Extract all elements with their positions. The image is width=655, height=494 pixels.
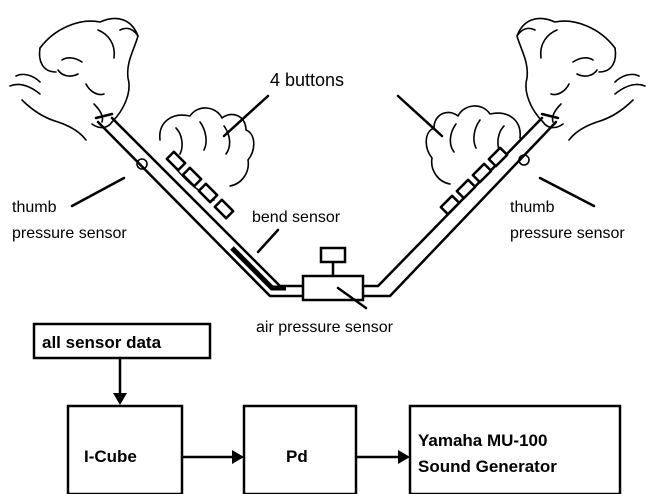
right-hand [425, 105, 521, 216]
air-pressure-leader [336, 286, 368, 310]
air-pressure-sensor [301, 246, 365, 302]
arrow-icube-to-pd-head [232, 450, 244, 464]
right-thumb-leader [538, 176, 596, 208]
yamaha-label-line1: Yamaha MU-100 [418, 431, 547, 450]
buttons-leader-left [222, 94, 270, 138]
air-pressure-label: air pressure sensor [256, 319, 394, 336]
pd-box [242, 404, 358, 494]
bend-sensor [230, 246, 286, 291]
sensor-data-box [32, 322, 212, 360]
left-thumb-label-line1: thumb [12, 199, 57, 216]
buttons-label: 4 buttons [270, 70, 344, 90]
instrument-tube [94, 112, 560, 298]
bend-sensor-label: bend sensor [252, 209, 341, 226]
right-thumb-label-line2: pressure sensor [510, 225, 625, 242]
left-thumb-label-line2: pressure sensor [12, 225, 127, 242]
yamaha-label-line2: Sound Generator [418, 457, 557, 476]
arrow-sensor-to-icube-head [113, 393, 127, 405]
left-hand [159, 107, 255, 220]
right-thumb-label-line1: thumb [510, 199, 555, 216]
signal-flow: all sensor data I-Cube Pd Yamaha MU-100 … [32, 322, 622, 494]
buttons-leader-right [396, 94, 444, 138]
yamaha-box [408, 404, 622, 494]
icube-box [66, 404, 184, 494]
left-thumb-sensor [136, 158, 148, 170]
left-player-face [9, 17, 139, 141]
icube-label: I-Cube [84, 447, 137, 466]
right-thumb-sensor [518, 154, 530, 166]
arrow-pd-to-yamaha-head [398, 450, 410, 464]
right-player-face [516, 17, 646, 141]
sensor-data-label: all sensor data [42, 333, 162, 352]
bend-sensor-leader [256, 228, 280, 254]
pd-label: Pd [286, 447, 308, 466]
left-thumb-leader [70, 176, 126, 208]
